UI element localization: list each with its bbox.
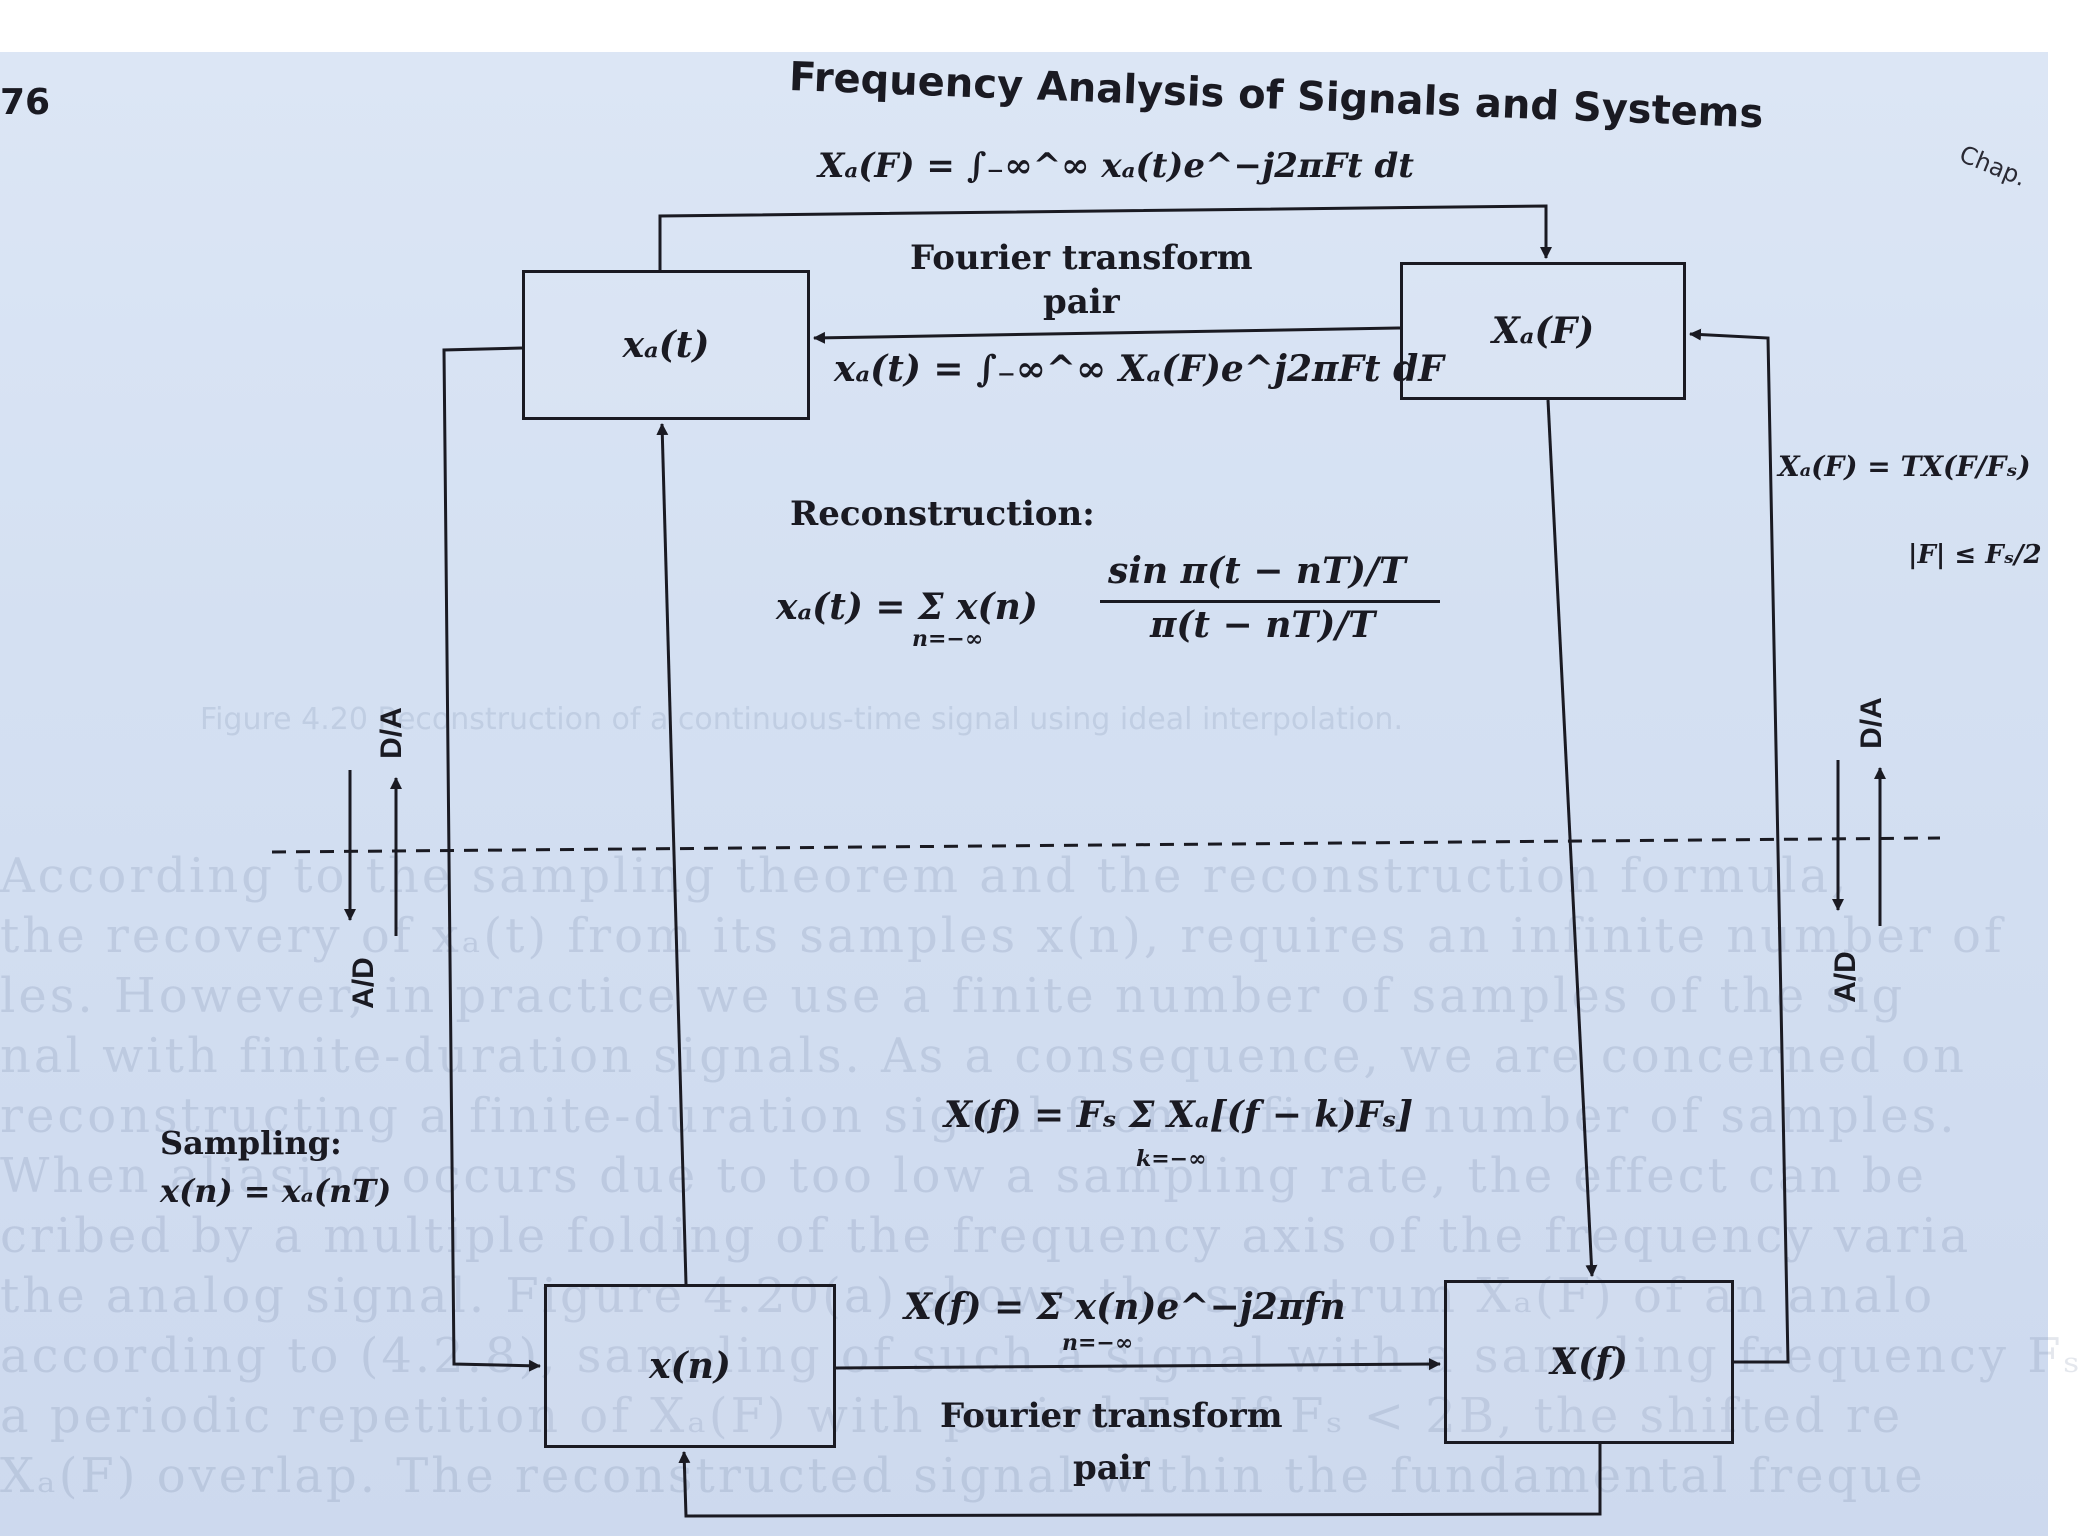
ft-pair-top-line2: pair (1042, 282, 1120, 322)
page-number: 76 (0, 82, 51, 123)
ad-label-right: A/D (1828, 951, 1862, 1003)
discrete-frequency-box: X(f) (1444, 1280, 1734, 1444)
ft-pair-top-line1: Fourier transform (910, 238, 1253, 278)
da-label-left: D/A (374, 707, 408, 759)
da-label-right: D/A (1854, 697, 1888, 749)
reconstruction-label: Reconstruction: (790, 494, 1095, 534)
inverse-fourier-transform: xₐ(t) = ∫₋∞^∞ Xₐ(F)e^j2πFt dF (834, 348, 1444, 390)
side-condition: |F| ≤ Fₛ/2 (1908, 540, 2042, 570)
show-through-text: When aliasing occurs due to too low a sa… (0, 1148, 1927, 1204)
show-through-caption: Figure 4.20 Reconstruction of a continuo… (200, 702, 1403, 737)
ft-pair-bottom-line1: Fourier transform (940, 1396, 1283, 1436)
show-through-text: according to (4.2.8), sampling of such a… (0, 1328, 2083, 1384)
aliasing-sum-limits: k=−∞ (1136, 1146, 1207, 1172)
fraction-bar (1100, 600, 1440, 603)
discrete-time-box: x(n) (544, 1284, 836, 1448)
show-through-text: the recovery of xₐ(t) from its samples x… (0, 908, 2005, 964)
reconstruction-denominator: π(t − nT)/T (1150, 604, 1376, 646)
side-relation: Xₐ(F) = TX(F/Fₛ) (1778, 450, 2031, 483)
show-through-text: nal with finite-duration signals. As a c… (0, 1028, 1967, 1084)
show-through-text: les. However, in practice we use a finit… (0, 968, 1906, 1024)
ft-pair-label-bottom: Fourier transform pair (940, 1390, 1283, 1494)
dtft-equation: X(f) = Σ x(n)e^−j2πfn (904, 1286, 1346, 1328)
show-through-text: reconstructing a finite-duration signal … (0, 1088, 1958, 1144)
analog-time-box: xₐ(t) (522, 270, 810, 420)
ad-label-left: A/D (346, 957, 380, 1009)
dtft-sum-limits: n=−∞ (1062, 1330, 1134, 1356)
aliasing-relation: X(f) = Fₛ Σ Xₐ[(f − k)Fₛ] (944, 1094, 1414, 1136)
forward-fourier-transform: Xₐ(F) = ∫₋∞^∞ xₐ(t)e^−j2πFt dt (818, 146, 1414, 186)
show-through-text: the analog signal. Figure 4.20(a) shows … (0, 1268, 1936, 1324)
show-through-text: According to the sampling theorem and th… (0, 848, 1850, 904)
sampling-equation: x(n) = xₐ(nT) (160, 1172, 392, 1210)
analog-frequency-box: Xₐ(F) (1400, 262, 1686, 400)
reconstruction-numerator: sin π(t − nT)/T (1108, 550, 1406, 592)
reconstruction-sum-limits: n=−∞ (912, 626, 984, 652)
reconstruction-formula-lhs: xₐ(t) = Σ x(n) (776, 586, 1038, 628)
ft-pair-bottom-line2: pair (1072, 1448, 1150, 1488)
show-through-text: a periodic repetition of Xₐ(F) with peri… (0, 1388, 1904, 1444)
sampling-label: Sampling: (160, 1124, 342, 1162)
show-through-text: cribed by a multiple folding of the freq… (0, 1208, 1972, 1264)
ft-pair-label-top: Fourier transform pair (910, 236, 1253, 324)
